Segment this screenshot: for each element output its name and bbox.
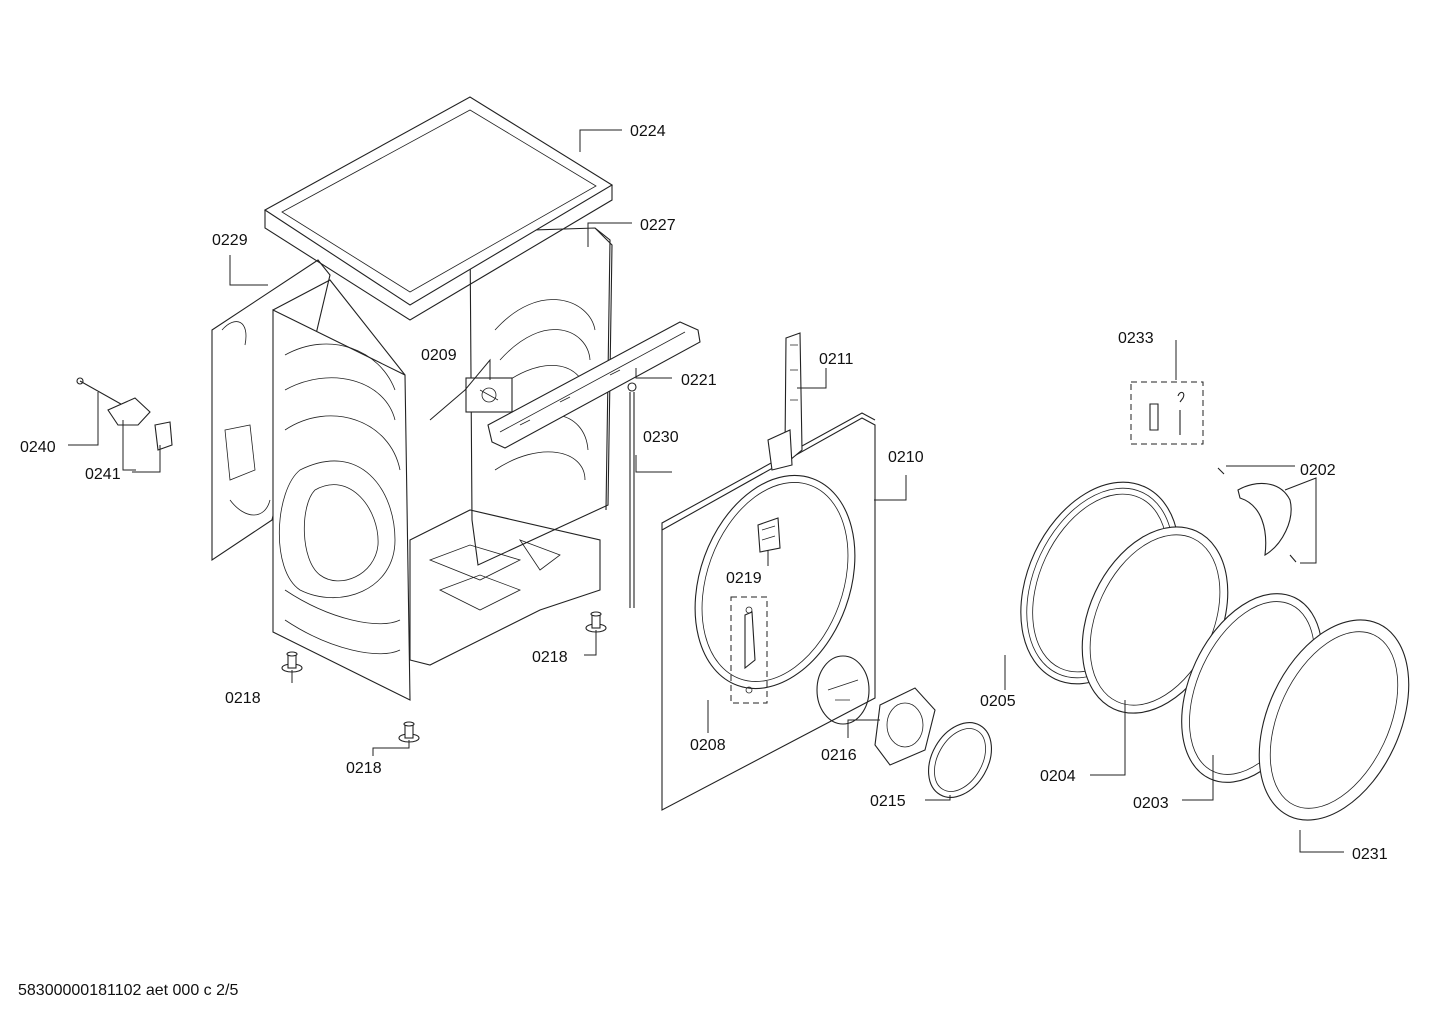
- label-0218-b: 0218: [532, 649, 568, 666]
- label-0231: 0231: [1352, 846, 1388, 863]
- screw-detail: [465, 377, 513, 413]
- label-0210: 0210: [888, 449, 924, 466]
- label-0218-a: 0218: [225, 690, 261, 707]
- tie-rod: [627, 382, 637, 608]
- part-labels: 0224 0227 0229 0209 0221 0230 0240 0241 …: [20, 123, 1388, 863]
- hinge-detail: [730, 596, 768, 704]
- label-0203: 0203: [1133, 795, 1169, 812]
- label-0240: 0240: [20, 439, 56, 456]
- foot-3: [398, 721, 420, 743]
- label-0216: 0216: [821, 747, 857, 764]
- pump-cover: [874, 687, 992, 798]
- label-0202: 0202: [1300, 462, 1336, 479]
- hose-bracket-parts: [76, 377, 173, 451]
- front-panel: [661, 412, 876, 811]
- drawing-reference-number: 58300000181102 aet 000 c 2/5: [18, 982, 239, 999]
- foot-1: [281, 651, 303, 673]
- label-0218-c: 0218: [346, 760, 382, 777]
- door-assembly: [1020, 467, 1410, 821]
- latch-strip: [767, 332, 803, 471]
- label-0230: 0230: [643, 429, 679, 446]
- hinge-kit: [1130, 381, 1204, 445]
- cross-brace: [487, 321, 701, 449]
- label-0224: 0224: [630, 123, 666, 140]
- label-0233: 0233: [1118, 330, 1154, 347]
- cabinet-housing: [211, 227, 613, 701]
- top-cover-lid: [263, 96, 614, 321]
- leader-lines: [68, 129, 1344, 853]
- door-lock: [757, 517, 781, 553]
- label-0211: 0211: [819, 351, 854, 368]
- label-0221: 0221: [681, 372, 717, 389]
- foot-2: [585, 611, 607, 633]
- label-0219: 0219: [726, 570, 762, 587]
- label-0209: 0209: [421, 347, 457, 364]
- label-0229: 0229: [212, 232, 248, 249]
- label-0215: 0215: [870, 793, 906, 810]
- label-0208: 0208: [690, 737, 726, 754]
- label-0241: 0241: [85, 466, 121, 483]
- label-0205: 0205: [980, 693, 1016, 710]
- label-0204: 0204: [1040, 768, 1076, 785]
- label-0227: 0227: [640, 217, 676, 234]
- feet: [281, 611, 607, 743]
